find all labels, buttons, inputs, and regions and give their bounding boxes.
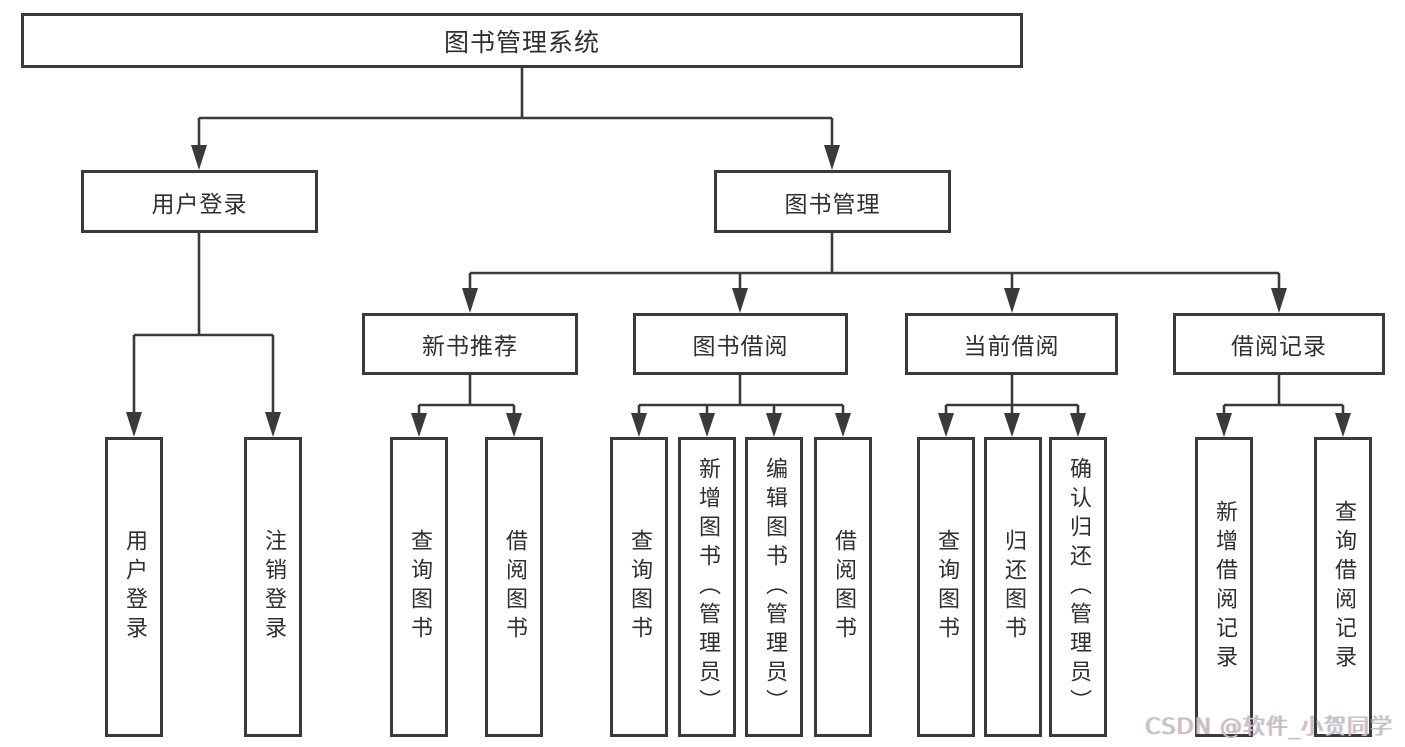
leaf-confirm-return-admin-label: 确认归还（管理员） [1066, 456, 1091, 718]
node-root-label: 图书管理系统 [443, 27, 600, 57]
node-book-management-label: 图书管理 [784, 191, 881, 218]
node-current-borrowing-label: 当前借阅 [963, 334, 1060, 360]
node-user-login: 用户登录 [81, 170, 318, 233]
leaf-add-books-admin: 新增图书（管理员） [678, 437, 736, 737]
leaf-search-books-current-label: 查询图书 [934, 529, 959, 645]
node-borrowing-records-label: 借阅记录 [1231, 334, 1327, 360]
leaf-logout: 注销登录 [244, 437, 302, 737]
node-current-borrowing: 当前借阅 [905, 313, 1118, 375]
node-book-borrowing: 图书借阅 [633, 313, 848, 375]
leaf-search-borrow-record-label: 查询借阅记录 [1331, 500, 1356, 674]
node-book-borrowing-label: 图书借阅 [692, 334, 789, 360]
node-root: 图书管理系统 [21, 13, 1023, 68]
leaf-edit-books-admin: 编辑图书（管理员） [745, 437, 803, 737]
leaf-edit-books-admin-label: 编辑图书（管理员） [762, 456, 787, 718]
node-borrowing-records: 借阅记录 [1173, 313, 1385, 375]
node-user-login-label: 用户登录 [151, 191, 248, 218]
leaf-user-login: 用户登录 [105, 437, 163, 737]
leaf-search-borrow-record: 查询借阅记录 [1314, 437, 1372, 737]
leaf-add-books-admin-label: 新增图书（管理员） [695, 456, 720, 718]
leaf-borrow-books-borrowing: 借阅图书 [814, 437, 872, 737]
leaf-search-books-recommendation: 查询图书 [390, 437, 448, 737]
leaf-logout-label: 注销登录 [261, 529, 286, 645]
node-new-book-recommendation: 新书推荐 [362, 313, 578, 375]
leaf-borrow-books-recommendation-label: 借阅图书 [502, 529, 527, 645]
leaf-search-books-recommendation-label: 查询图书 [407, 529, 432, 645]
leaf-user-login-label: 用户登录 [122, 529, 147, 645]
leaf-return-books: 归还图书 [984, 437, 1042, 737]
leaf-search-books-current: 查询图书 [917, 437, 975, 737]
leaf-borrow-books-recommendation: 借阅图书 [485, 437, 543, 737]
leaf-borrow-books-borrowing-label: 借阅图书 [831, 529, 856, 645]
leaf-add-borrow-record-label: 新增借阅记录 [1212, 500, 1237, 674]
leaf-add-borrow-record: 新增借阅记录 [1195, 437, 1253, 737]
leaf-search-books-borrowing-label: 查询图书 [627, 529, 652, 645]
leaf-return-books-label: 归还图书 [1001, 529, 1026, 645]
leaf-confirm-return-admin: 确认归还（管理员） [1049, 437, 1107, 737]
csdn-watermark: CSDN @软件_小贺同学 [1145, 715, 1393, 740]
node-new-book-recommendation-label: 新书推荐 [422, 334, 518, 360]
node-book-management: 图书管理 [714, 170, 951, 233]
leaf-search-books-borrowing: 查询图书 [610, 437, 668, 737]
